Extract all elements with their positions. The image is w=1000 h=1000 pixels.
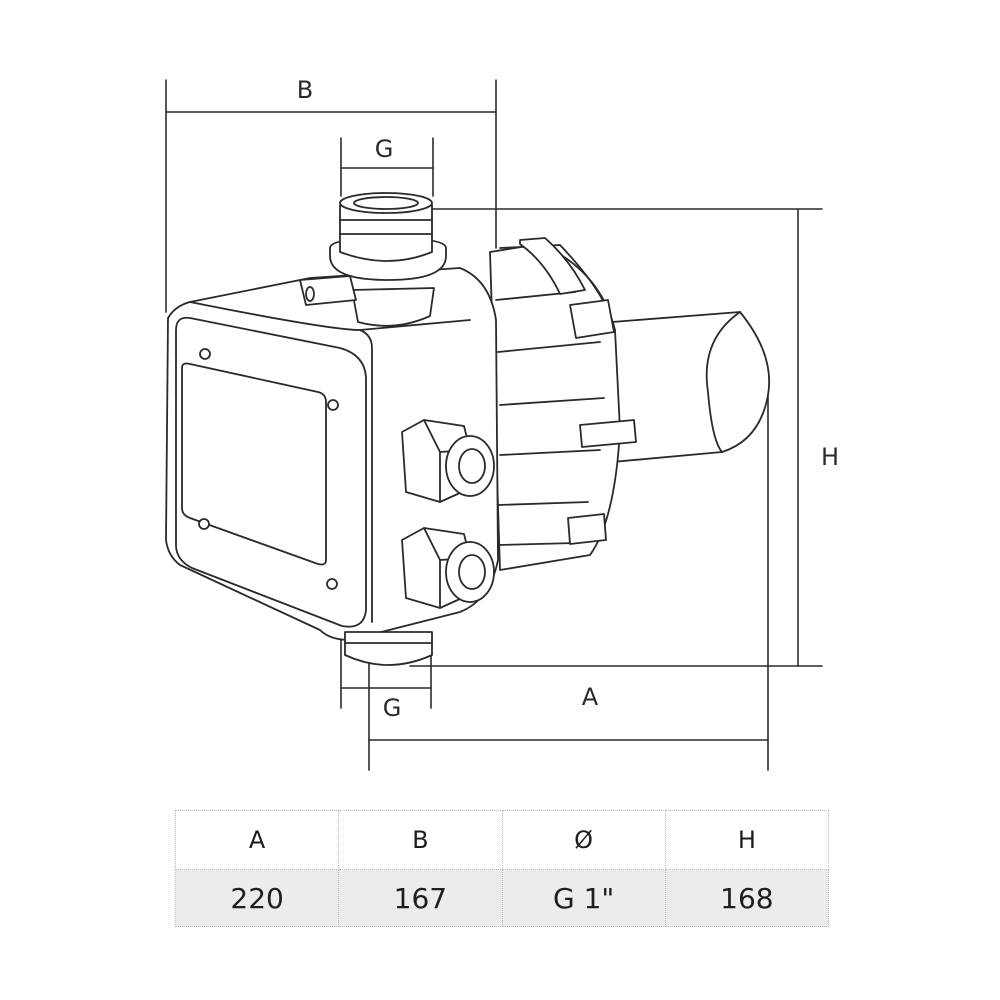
header-cell-a: A [174, 810, 340, 870]
pump-controller [165, 192, 771, 666]
value-cell-b: 167 [338, 869, 503, 927]
screw [327, 399, 339, 411]
dim-label-a: A [582, 683, 599, 711]
rear-cylinder [611, 311, 771, 463]
header-cell-h: H [664, 810, 830, 870]
dimension-labels: B G H A G [297, 76, 839, 722]
header-cell-diameter: Ø [501, 810, 666, 870]
screw [199, 348, 211, 360]
technical-drawing: B G H A G [165, 76, 839, 771]
table-header-row: A B Ø H [174, 810, 830, 870]
dim-label-h: H [821, 443, 839, 471]
display-window [181, 362, 327, 566]
value-cell-diameter: G 1" [501, 869, 666, 927]
cable-gland-lower [401, 527, 495, 609]
header-cell-b: B [338, 810, 503, 870]
dimension-lines [165, 79, 823, 771]
value-cell-a: 220 [174, 869, 340, 927]
dim-label-g-top: G [375, 135, 394, 163]
dim-label-b: B [297, 76, 313, 104]
screw [198, 518, 210, 530]
value-cell-h: 168 [664, 869, 830, 927]
inlet-fitting-top [329, 192, 447, 327]
screw [326, 578, 338, 590]
table-value-row: 220 167 G 1" 168 [174, 869, 830, 927]
dimensions-table: A B Ø H 220 167 G 1" 168 [174, 810, 830, 927]
cable-gland-upper [401, 419, 495, 503]
outlet-fitting-bottom [344, 631, 433, 666]
dim-label-g-bottom: G [383, 694, 402, 722]
